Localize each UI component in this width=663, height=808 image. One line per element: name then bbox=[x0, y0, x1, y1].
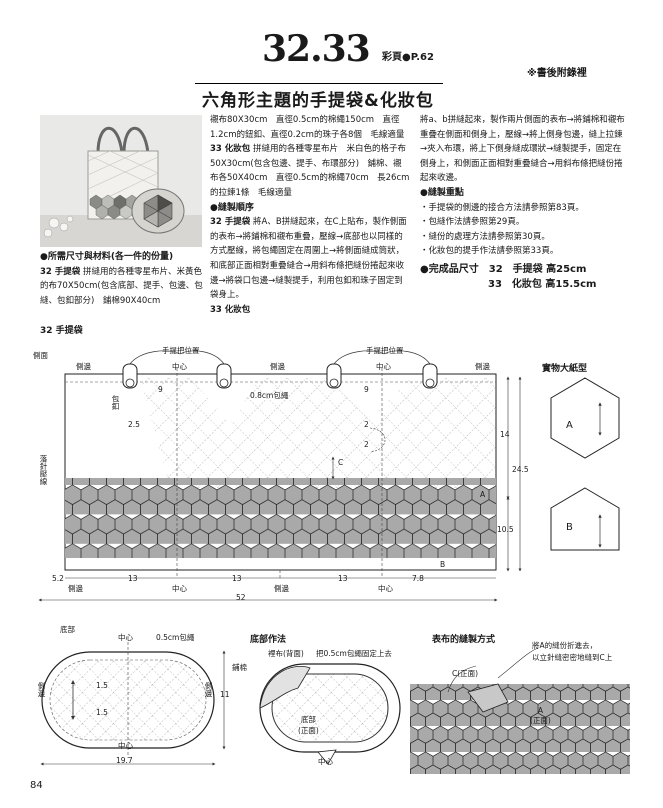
dim-5-2: 5.2 bbox=[52, 574, 64, 583]
dim-52: 52 bbox=[236, 593, 246, 602]
label-center-1: 中心 bbox=[172, 362, 187, 371]
page-number: 84 bbox=[30, 780, 43, 791]
dim-1-5-b: 1.5 bbox=[96, 708, 108, 717]
label-side-edge-3: 側邊 bbox=[475, 362, 490, 371]
points-heading: ●縫製重點 bbox=[420, 187, 464, 198]
label-center-4: 中心 bbox=[378, 584, 393, 593]
template-b: B bbox=[566, 522, 573, 533]
steps-heading: ●縫製順序 bbox=[210, 202, 254, 213]
label-center-3: 中心 bbox=[172, 584, 187, 593]
label-bottom-method-center: 中心 bbox=[318, 757, 333, 766]
label-bottom-side-l: 側邊 bbox=[37, 682, 46, 697]
appendix-note: ※書後附錄裡 bbox=[527, 68, 587, 79]
pattern-number: 32.33 bbox=[262, 28, 371, 70]
dim-11: 11 bbox=[220, 690, 230, 699]
label-bottom-front: 底部 (正面) bbox=[298, 715, 319, 735]
label-fix-cord: 把0.5cm包繩固定上去 bbox=[316, 649, 392, 658]
label-bottom-center-top: 中心 bbox=[118, 633, 133, 642]
side-panel-diagram bbox=[38, 350, 620, 602]
template-title: 實物大紙型 bbox=[542, 364, 588, 374]
label-applique: 落針壓線 bbox=[39, 455, 48, 485]
steps-33-label: 33 化妝包 bbox=[210, 304, 251, 315]
piece-c: C bbox=[338, 458, 344, 467]
finished-32-text: 32 手提袋 高25cm bbox=[488, 263, 587, 275]
label-side-edge-5: 側邊 bbox=[274, 584, 289, 593]
materials-33-text: 拼縫用的各種零星布片 米白色的格子布50X30cm(包含包邊、提手、布環部分) … bbox=[210, 144, 410, 198]
main-title: 六角形主題的手提袋&化妝包 bbox=[202, 91, 434, 111]
piece-b: B bbox=[440, 560, 446, 569]
materials-32: 32 手提袋 拼縫用的各種零星布片、米黃色的布70X50cm(包含底部、提手、包… bbox=[40, 265, 210, 309]
bottom-diagrams bbox=[40, 642, 630, 774]
dim-13-1: 13 bbox=[128, 574, 138, 583]
point-3: ・化妝包的提手作法請參照第33頁。 bbox=[420, 246, 559, 257]
dim-2-5: 2.5 bbox=[128, 420, 140, 429]
points-section: 將a、b拼縫起來，製作兩片側面的表布→將鋪棉和襯布重疊在側面和側身上，壓線→將上… bbox=[420, 113, 625, 292]
bottom-method-title: 底部作法 bbox=[250, 635, 287, 645]
diagram-label: 32 手提袋 bbox=[40, 326, 83, 336]
label-lining-back: 裡布(背面) bbox=[268, 649, 304, 658]
label-cord: 0.8cm包繩 bbox=[250, 391, 289, 400]
label-side-edge-4: 側邊 bbox=[68, 584, 83, 593]
label-handle-pos-1: 手提把位置 bbox=[162, 346, 200, 355]
label-center-2: 中心 bbox=[376, 362, 391, 371]
finished-32: ●完成品尺寸 32 手提袋 高25cm bbox=[420, 263, 625, 278]
steps-section: 襯布80X30cm 直徑0.5cm的棉繩150cm 直徑1.2cm的鈕釦、直徑0… bbox=[210, 113, 410, 317]
steps-33-text: 將a、b拼縫起來，製作兩片側面的表布→將鋪棉和襯布重疊在側面和側身上，壓線→將上… bbox=[420, 115, 625, 184]
label-bottom-center-bottom: 中心 bbox=[118, 741, 133, 750]
label-handle-pos-2: 手提把位置 bbox=[366, 346, 404, 355]
label-side: 側面 bbox=[33, 351, 48, 360]
dim-9-1: 9 bbox=[158, 385, 163, 394]
piece-a: A bbox=[480, 490, 486, 499]
dim-19-7: 19.7 bbox=[116, 756, 133, 765]
dim-13-3: 13 bbox=[338, 574, 348, 583]
materials-32-label: 32 手提袋 bbox=[40, 266, 81, 277]
topstitch-title: 表布的縫製方式 bbox=[432, 635, 496, 645]
materials-33: 33 化妝包 拼縫用的各種零星布片 米白色的格子布50X30cm(包含包邊、提手… bbox=[210, 142, 410, 200]
materials-32-cont: 襯布80X30cm 直徑0.5cm的棉繩150cm 直徑1.2cm的鈕釦、直徑0… bbox=[210, 115, 405, 140]
finished-heading: ●完成品尺寸 bbox=[420, 263, 479, 275]
dim-1-5-a: 1.5 bbox=[96, 681, 108, 690]
label-a-allowance: 將A的縫份折進去， bbox=[532, 641, 598, 650]
dim-10-5: 10.5 bbox=[497, 525, 514, 534]
label-side-edge-1: 側邊 bbox=[76, 362, 91, 371]
template-a: A bbox=[566, 420, 573, 431]
materials-section: ●所需尺寸與材料(各一件的份量) 32 手提袋 拼縫用的各種零星布片、米黃色的布… bbox=[40, 250, 210, 308]
point-1: ・包縫作法請參照第29頁。 bbox=[420, 217, 525, 228]
dim-9-2: 9 bbox=[364, 385, 369, 394]
materials-heading: ●所需尺寸與材料(各一件的份量) bbox=[40, 252, 174, 262]
dim-7-8: 7.8 bbox=[412, 574, 424, 583]
steps-32: 32 手提袋 將A、B拼縫起來，在C上貼布，製作側面的表布→將鋪棉和襯布重疊，壓… bbox=[210, 215, 410, 303]
label-c-front: C(正面) bbox=[452, 669, 479, 678]
materials-32-text: 拼縫用的各種零星布片、米黃色的布70X50cm(包含底部、提手、包邊、包縫、包釦… bbox=[40, 266, 203, 306]
label-batting: 鋪棉 bbox=[232, 663, 247, 672]
materials-33-label: 33 化妝包 bbox=[210, 144, 251, 155]
finished-33: 33 化妝包 高15.5cm bbox=[488, 278, 597, 290]
point-0: ・手提袋的側邊的接合方法請參照第83頁。 bbox=[420, 202, 584, 213]
dim-2-a: 2 bbox=[364, 420, 369, 429]
point-2: ・縫份的處理方法請參照第30頁。 bbox=[420, 231, 550, 242]
dim-13-2: 13 bbox=[232, 574, 242, 583]
label-bottom-cord: 0.5cm包繩 bbox=[156, 633, 195, 642]
label-bottom-side-r: 側邊 bbox=[204, 682, 213, 697]
dim-14: 14 bbox=[500, 430, 510, 439]
product-photo bbox=[40, 115, 202, 247]
steps-33-start: 33 化妝包 bbox=[210, 303, 410, 318]
color-page-ref: 彩頁●P.62 bbox=[382, 52, 434, 63]
steps-32-text: 將A、B拼縫起來，在C上貼布，製作側面的表布→將鋪棉和襯布重疊，壓線→底部也以同… bbox=[210, 217, 407, 301]
dim-2-b: 2 bbox=[364, 440, 369, 449]
label-bias-button: 包釦 bbox=[111, 395, 120, 410]
label-side-edge-2: 側邊 bbox=[270, 362, 285, 371]
dim-24-5: 24.5 bbox=[512, 465, 529, 474]
label-bottom: 底部 bbox=[60, 625, 75, 634]
steps-32-label: 32 手提袋 bbox=[210, 217, 251, 228]
title-rule bbox=[195, 83, 443, 84]
label-blind-stitch: 以立針縫密密地縫到C上 bbox=[532, 653, 613, 662]
label-a-front: A (正面) bbox=[530, 706, 551, 725]
